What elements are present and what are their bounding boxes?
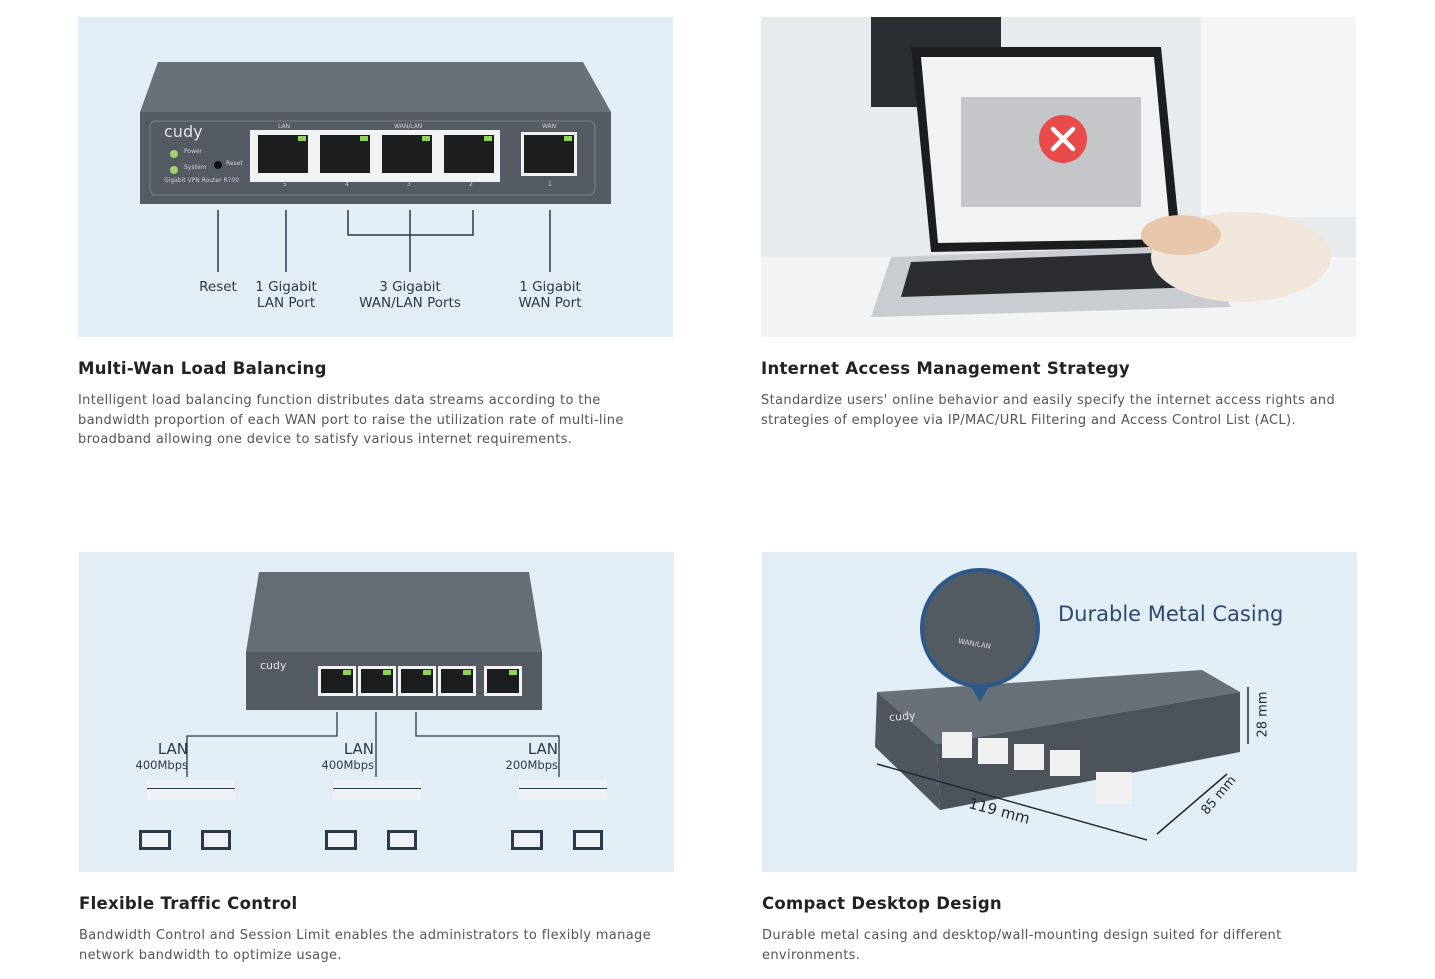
wan-group-label: WAN [542, 123, 557, 130]
traffic-illustration [139, 572, 607, 850]
network-switch [147, 780, 235, 800]
feature-card-access-management: Internet Access Management Strategy Stan… [761, 17, 1356, 430]
ethernet-port [382, 135, 432, 173]
casing-heading: Durable Metal Casing [1058, 602, 1284, 626]
port-number: 4 [345, 181, 349, 188]
system-led-label: System [184, 164, 207, 171]
ethernet-port [444, 135, 494, 173]
laptop-illustration [761, 17, 1356, 337]
card-description: Bandwidth Control and Session Limit enab… [79, 928, 651, 963]
router-illustration [140, 62, 611, 272]
brand-logo: cudy [164, 122, 203, 141]
router-ports-diagram: cudy Power System Reset Gigabit VPN Rout… [78, 17, 673, 337]
height-dimension: 28 mm [1255, 691, 1271, 738]
port-number: 2 [469, 181, 473, 188]
ethernet-port [524, 135, 574, 173]
brand-logo: cudy [888, 708, 917, 725]
network-switch [519, 780, 607, 800]
brand-logo: cudy [260, 659, 287, 672]
port-number: 5 [283, 181, 287, 188]
card-description: Durable metal casing and desktop/wall-mo… [762, 928, 1282, 963]
model-label: Gigabit VPN Router R700 [164, 177, 240, 184]
card-title: Compact Desktop Design [762, 894, 1002, 913]
casing-illustration [875, 568, 1249, 841]
lan-group-label: LAN [278, 123, 291, 130]
dimensions-diagram: Durable Metal Casing cudy WAN/LAN 119 mm… [762, 552, 1357, 872]
card-description: Standardize users' online behavior and e… [761, 393, 1336, 428]
ethernet-port [258, 135, 308, 173]
card-description: Intelligent load balancing function dist… [78, 393, 624, 448]
feature-card-compact-design: Durable Metal Casing cudy WAN/LAN 119 mm… [762, 552, 1357, 965]
port-number: 3 [407, 181, 411, 188]
card-title: Internet Access Management Strategy [761, 359, 1130, 378]
reset-label: Reset [226, 160, 243, 167]
ethernet-port [320, 135, 370, 173]
feature-card-multi-wan: cudy Power System Reset Gigabit VPN Rout… [78, 17, 673, 450]
port-number: 1 [548, 181, 552, 188]
callout-reset: Reset [199, 279, 237, 295]
card-title: Multi-Wan Load Balancing [78, 359, 327, 378]
card-title: Flexible Traffic Control [79, 894, 298, 913]
power-led-label: Power [184, 148, 203, 155]
network-switch [333, 780, 421, 800]
wanlan-group-label: WAN/LAN [394, 123, 423, 130]
laptop-photo [761, 17, 1356, 337]
